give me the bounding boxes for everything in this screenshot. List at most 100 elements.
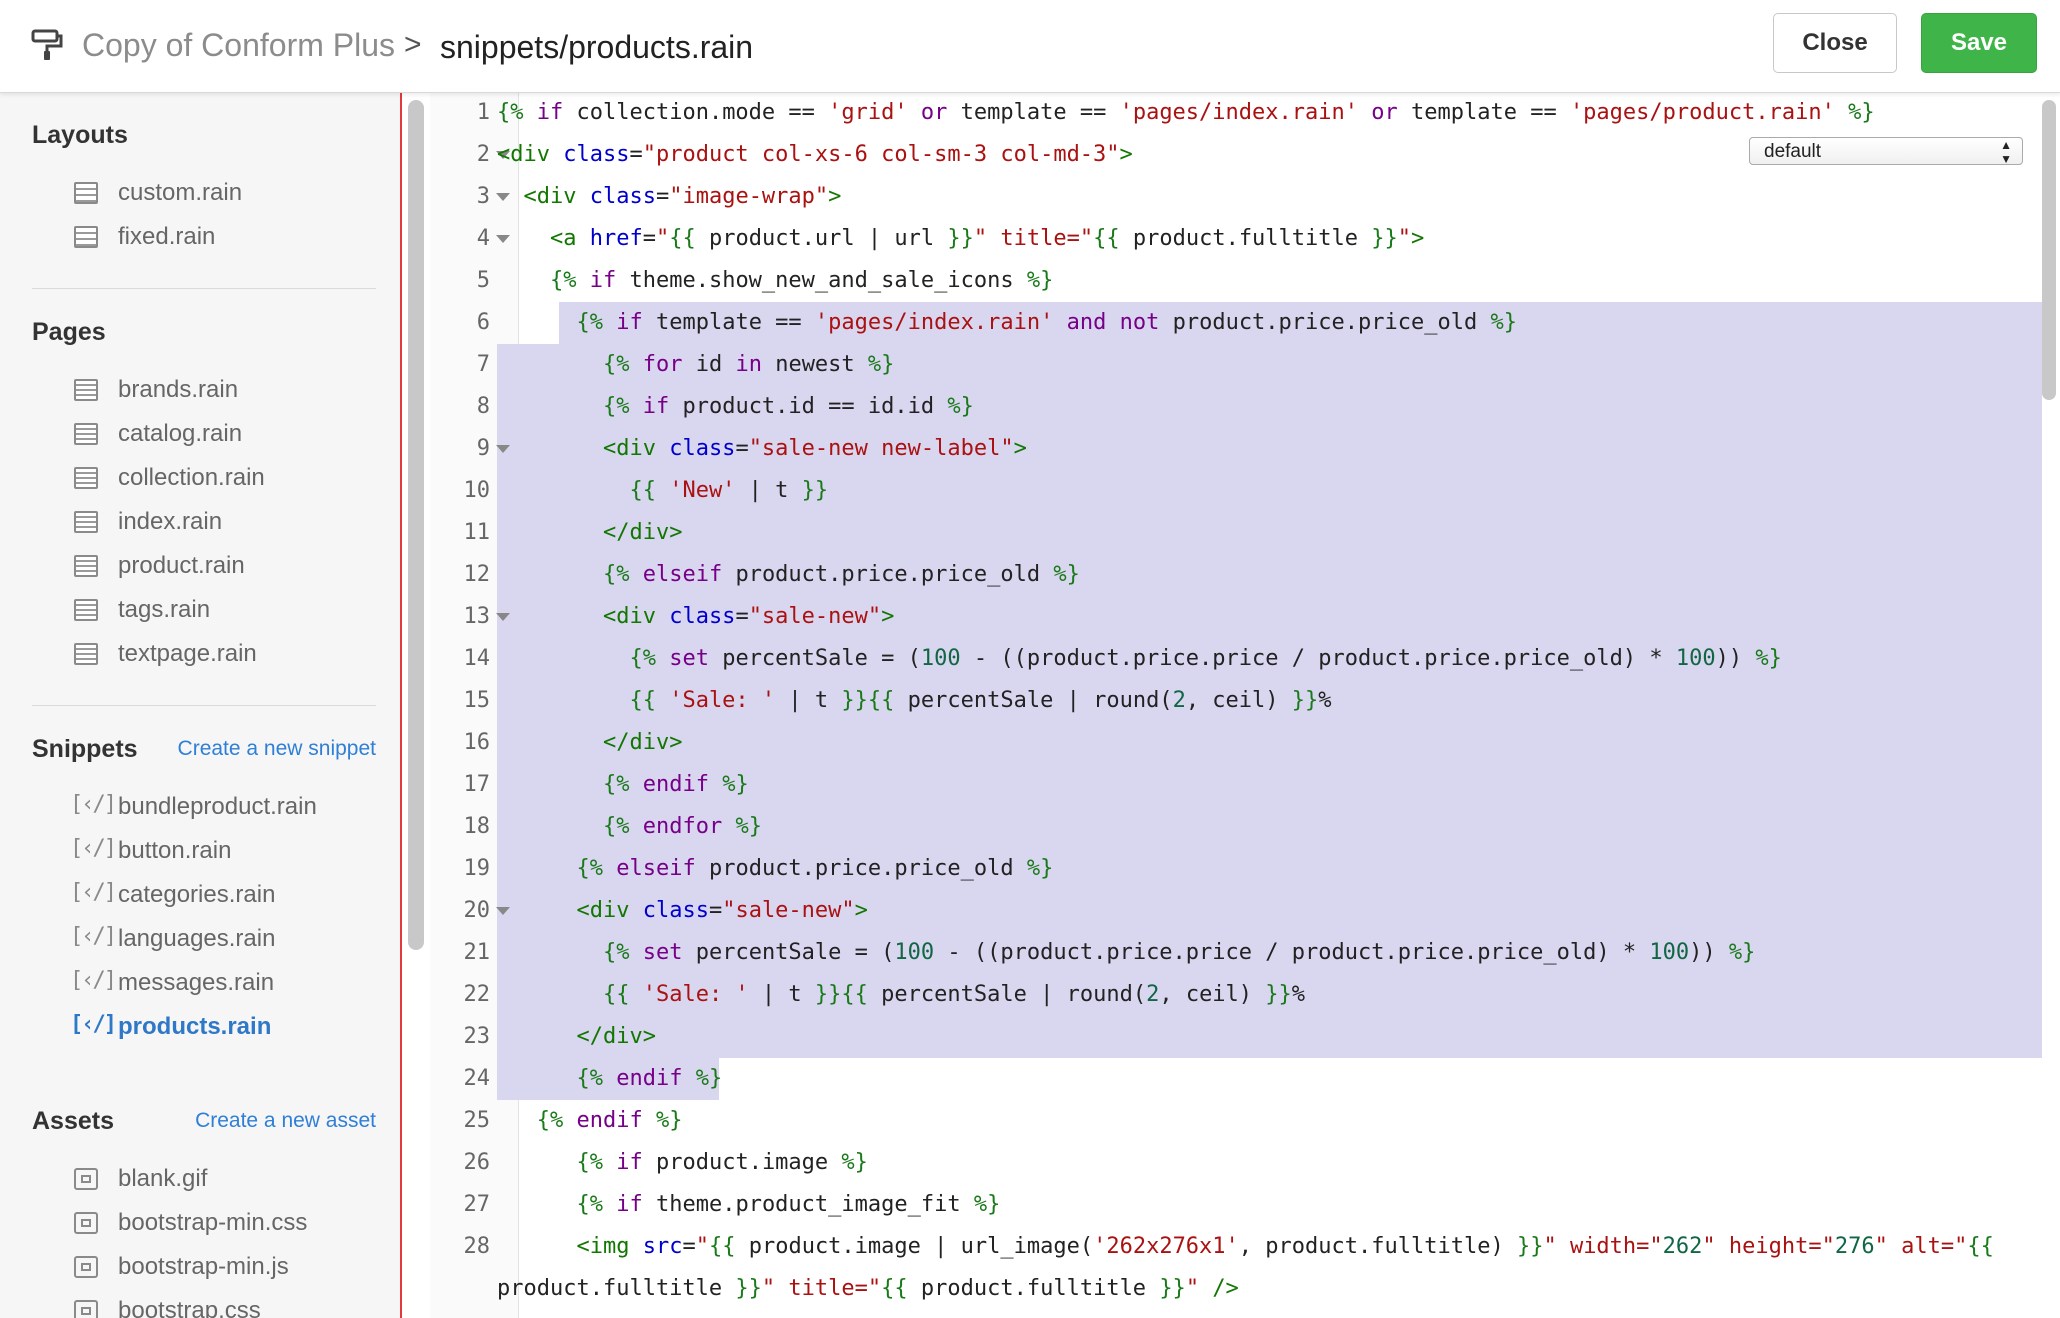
sidebar-file-assets[interactable]: bootstrap-min.css (32, 1201, 376, 1245)
sidebar-file-snippets[interactable]: [‹/]languages.rain (32, 917, 376, 961)
code-line[interactable]: 11 </div> (402, 512, 2060, 554)
code-line[interactable]: 27 {% if theme.product_image_fit %} (402, 1184, 2060, 1226)
sidebar-file-label: bootstrap-min.css (118, 1209, 308, 1236)
code-text: {% endif %} (536, 1108, 683, 1133)
line-number: 22 (463, 982, 491, 1007)
code-line[interactable]: 4 <a href="{{ product.url | url }}" titl… (402, 218, 2060, 260)
page-file-icon (74, 379, 98, 401)
editor-scrollbar[interactable] (2042, 100, 2056, 400)
code-line[interactable]: 21 {% set percentSale = (100 - ((product… (402, 932, 2060, 974)
sidebar-file-label: catalog.rain (118, 420, 243, 447)
code-line[interactable]: 20 <div class="sale-new"> (402, 890, 2060, 932)
code-line[interactable]: 19 {% elseif product.price.price_old %} (402, 848, 2060, 890)
code-line[interactable]: 9 <div class="sale-new new-label"> (402, 428, 2060, 470)
code-line[interactable]: 23 </div> (402, 1016, 2060, 1058)
fold-arrow-icon[interactable] (496, 907, 510, 915)
fold-arrow-icon[interactable] (496, 445, 510, 453)
code-text: {% if theme.show_new_and_sale_icons %} (549, 268, 1054, 293)
code-line[interactable]: 7 {% for id in newest %} (402, 344, 2060, 386)
sidebar-file-snippets[interactable]: [‹/]categories.rain (32, 873, 376, 917)
create-snippet-link[interactable]: Create a new snippet (177, 737, 376, 760)
sidebar-file-pages[interactable]: textpage.rain (32, 632, 376, 676)
code-text: <div class="image-wrap"> (523, 184, 842, 209)
code-line[interactable]: 1{% if collection.mode == 'grid' or temp… (402, 92, 2060, 134)
sidebar-file-assets[interactable]: bootstrap-min.js (32, 1245, 376, 1289)
sidebar-file-layouts[interactable]: fixed.rain (32, 215, 376, 259)
code-line[interactable]: 5 {% if theme.show_new_and_sale_icons %} (402, 260, 2060, 302)
sidebar-file-snippets[interactable]: [‹/]bundleproduct.rain (32, 785, 376, 829)
close-button[interactable]: Close (1773, 13, 1897, 73)
code-line[interactable]: 12 {% elseif product.price.price_old %} (402, 554, 2060, 596)
snippet-file-icon: [‹/] (70, 968, 117, 993)
create-asset-link[interactable]: Create a new asset (195, 1109, 376, 1132)
code-line[interactable]: 6 {% if template == 'pages/index.rain' a… (402, 302, 2060, 344)
line-number: 17 (463, 772, 491, 797)
sidebar-file-label: button.rain (118, 837, 232, 864)
code-line[interactable]: 15 {{ 'Sale: ' | t }}{{ percentSale | ro… (402, 680, 2060, 722)
code-text: <div class="sale-new"> (576, 898, 868, 923)
code-text: <div class="product col-xs-6 col-sm-3 co… (497, 142, 1133, 167)
line-number: 7 (476, 352, 490, 377)
sidebar-file-assets[interactable]: blank.gif (32, 1157, 376, 1201)
code-line[interactable]: 22 {{ 'Sale: ' | t }}{{ percentSale | ro… (402, 974, 2060, 1016)
sidebar-file-assets[interactable]: bootstrap.css (32, 1289, 376, 1318)
code-line[interactable]: 25 {% endif %} (402, 1100, 2060, 1142)
code-line[interactable]: 16 </div> (402, 722, 2060, 764)
fold-arrow-icon[interactable] (496, 235, 510, 243)
code-text: <img src="{{ product.image | url_image('… (576, 1234, 1994, 1259)
sidebar-file-layouts[interactable]: custom.rain (32, 171, 376, 215)
code-line[interactable]: 17 {% endif %} (402, 764, 2060, 806)
code-line[interactable]: 14 {% set percentSale = (100 - ((product… (402, 638, 2060, 680)
code-line[interactable]: 2<div class="product col-xs-6 col-sm-3 c… (402, 134, 2060, 176)
line-number: 14 (463, 646, 491, 671)
code-text: {% endfor %} (602, 814, 762, 839)
line-number: 5 (476, 268, 490, 293)
code-line[interactable]: 26 {% if product.image %} (402, 1142, 2060, 1184)
sidebar-file-pages[interactable]: index.rain (32, 500, 376, 544)
fold-arrow-icon[interactable] (496, 151, 510, 159)
sidebar-file-pages[interactable]: tags.rain (32, 588, 376, 632)
code-line[interactable]: 24 {% endif %} (402, 1058, 2060, 1100)
sidebar-file-label: bootstrap-min.js (118, 1253, 289, 1280)
sidebar-file-pages[interactable]: product.rain (32, 544, 376, 588)
sidebar-file-snippets[interactable]: [‹/]products.rain (32, 1005, 376, 1049)
fold-arrow-icon[interactable] (496, 613, 510, 621)
code-text: {% elseif product.price.price_old %} (602, 562, 1080, 587)
code-line[interactable]: 3 <div class="image-wrap"> (402, 176, 2060, 218)
code-text: {% set percentSale = (100 - ((product.pr… (629, 646, 1782, 671)
code-line[interactable]: 13 <div class="sale-new"> (402, 596, 2060, 638)
fold-arrow-icon[interactable] (496, 193, 510, 201)
code-line[interactable]: 10 {{ 'New' | t }} (402, 470, 2060, 512)
code-line[interactable]: 18 {% endfor %} (402, 806, 2060, 848)
code-editor[interactable]: 1{% if collection.mode == 'grid' or temp… (402, 92, 2060, 1318)
mode-select[interactable]: default ▲▼ (1749, 137, 2023, 166)
sidebar-file-pages[interactable]: brands.rain (32, 368, 376, 412)
page-file-icon (74, 511, 98, 533)
sidebar-scrollbar[interactable] (408, 100, 424, 950)
code-line[interactable]: product.fulltitle }}" title="{{ product.… (402, 1268, 2060, 1310)
sidebar-file-pages[interactable]: collection.rain (32, 456, 376, 500)
code-line[interactable]: 8 {% if product.id == id.id %} (402, 386, 2060, 428)
assets-list: blank.gif bootstrap-min.css bootstrap-min.… (32, 1157, 376, 1318)
snippets-section: Snippets Create a new snippet [‹/]bundle… (32, 729, 376, 1049)
line-number: 10 (463, 478, 491, 503)
code-text: {% for id in newest %} (602, 352, 895, 377)
breadcrumb-theme[interactable]: Copy of Conform Plus (82, 27, 396, 63)
sidebar-file-snippets[interactable]: [‹/]messages.rain (32, 961, 376, 1005)
code-text: {% endif %} (602, 772, 749, 797)
selection-block (559, 302, 2042, 344)
page-file-icon (74, 423, 98, 445)
code-text: {{ 'Sale: ' | t }}{{ percentSale | round… (602, 982, 1306, 1007)
line-number: 27 (463, 1192, 491, 1217)
code-line[interactable]: 28 <img src="{{ product.image | url_imag… (402, 1226, 2060, 1268)
line-number: 21 (463, 940, 491, 965)
line-number: 9 (476, 436, 490, 461)
code-text: {% elseif product.price.price_old %} (576, 856, 1054, 881)
sidebar-file-snippets[interactable]: [‹/]button.rain (32, 829, 376, 873)
line-number: 19 (463, 856, 491, 881)
sidebar-file-pages[interactable]: catalog.rain (32, 412, 376, 456)
save-button[interactable]: Save (1921, 13, 2037, 73)
code-text: <div class="sale-new new-label"> (602, 436, 1027, 461)
sidebar-file-label: bootstrap.css (118, 1297, 261, 1318)
